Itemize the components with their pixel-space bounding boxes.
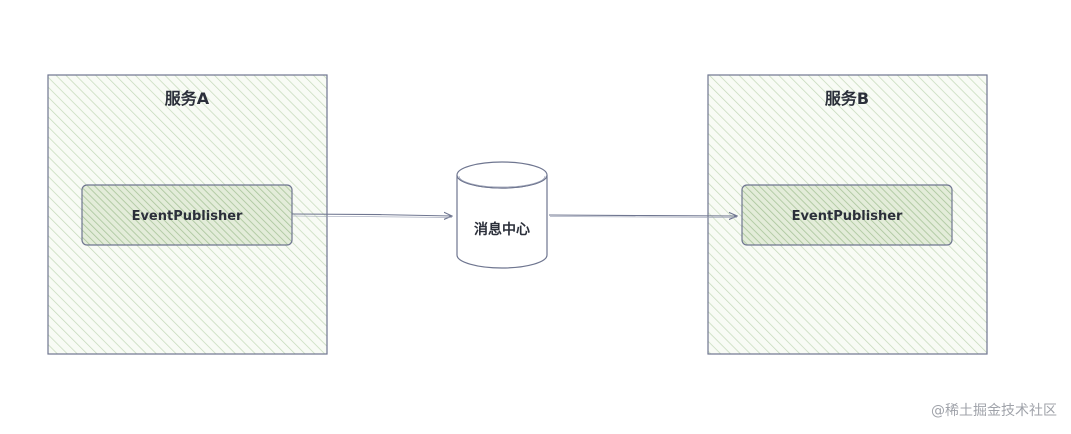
event-publisher-a: EventPublisher <box>81 184 293 246</box>
message-center-cylinder: 消息中心 <box>456 161 548 269</box>
service-b-title: 服务B <box>825 89 869 108</box>
service-b-box: 服务B EventPublisher <box>707 74 988 355</box>
message-center-label: 消息中心 <box>474 221 530 238</box>
service-a-title: 服务A <box>165 89 210 108</box>
service-a-box: 服务A EventPublisher <box>47 74 328 355</box>
event-publisher-b-label: EventPublisher <box>792 209 903 224</box>
connector-a-to-center <box>291 214 452 217</box>
event-publisher-a-label: EventPublisher <box>132 209 243 224</box>
connector-center-to-b <box>548 215 737 217</box>
watermark-text: @稀土掘金技术社区 <box>931 403 1057 419</box>
event-publisher-b: EventPublisher <box>741 184 953 246</box>
